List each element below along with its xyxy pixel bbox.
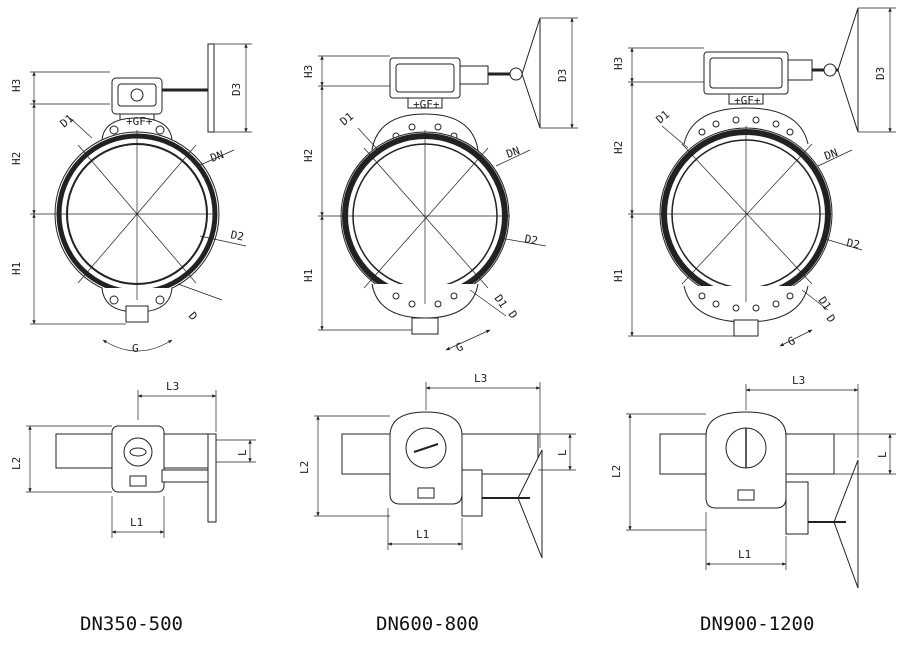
label-l2: L2	[10, 457, 23, 470]
label-h1: H1	[302, 269, 315, 282]
label-d: D	[824, 312, 838, 325]
label-l1: L1	[738, 548, 751, 561]
label-l3: L3	[792, 374, 805, 387]
label-d3: D3	[556, 69, 569, 82]
label-dn: DN	[505, 144, 522, 161]
front-view-dn900-1200	[628, 7, 896, 347]
label-h3: H3	[302, 65, 315, 78]
top-view-dn600-800	[314, 382, 576, 559]
label-d2: D2	[523, 232, 539, 247]
caption-dn900-1200: DN900-1200	[700, 613, 815, 635]
label-l: L	[876, 451, 889, 458]
top-view-dn900-1200	[626, 384, 896, 589]
gf-logo: +GF+	[734, 94, 761, 107]
label-l3: L3	[166, 380, 179, 393]
label-l: L	[556, 449, 569, 456]
caption-dn600-800: DN600-800	[376, 613, 479, 635]
label-d2: D2	[845, 236, 861, 251]
label-h3: H3	[10, 79, 23, 92]
label-l1: L1	[130, 516, 143, 529]
label-g: G	[454, 340, 465, 355]
labels-top-left: L2 L L3 L1	[10, 380, 249, 529]
label-h2: H2	[302, 149, 315, 162]
label-d1-lower: D1	[492, 292, 510, 310]
label-d1-lower: D1	[816, 294, 834, 312]
label-dn: DN	[209, 148, 226, 165]
labels-top-middle: L2 L L3 L1	[298, 372, 569, 541]
top-view-dn350-500	[26, 390, 256, 538]
labels-front-left: H3 H2 H1 D3 D1 DN D2 D G +GF+	[10, 79, 245, 355]
label-g: G	[132, 342, 139, 355]
caption-dn350-500: DN350-500	[80, 613, 183, 635]
label-dn: DN	[823, 146, 840, 163]
front-view-dn600-800	[318, 17, 578, 351]
label-d: D	[186, 310, 200, 323]
label-d1: D1	[338, 110, 357, 128]
label-d3: D3	[874, 67, 887, 80]
label-l1: L1	[416, 528, 429, 541]
label-h2: H2	[10, 152, 23, 165]
label-d1: D1	[58, 112, 77, 130]
label-h3: H3	[612, 57, 625, 70]
label-l2: L2	[610, 465, 623, 478]
label-h1: H1	[612, 269, 625, 282]
gf-logo: +GF+	[126, 115, 153, 128]
label-l: L	[236, 449, 249, 456]
label-d2: D2	[229, 228, 245, 243]
labels-top-right: L2 L L3 L1	[610, 374, 889, 561]
label-h1: H1	[10, 262, 23, 275]
label-l2: L2	[298, 461, 311, 474]
label-h2: H2	[612, 141, 625, 154]
label-d1: D1	[654, 108, 673, 126]
gf-logo: +GF+	[413, 98, 440, 111]
front-view-dn350-500	[30, 43, 252, 352]
label-d: D	[506, 308, 520, 321]
label-d3: D3	[230, 83, 243, 96]
label-l3: L3	[474, 372, 487, 385]
label-g: G	[786, 334, 797, 349]
